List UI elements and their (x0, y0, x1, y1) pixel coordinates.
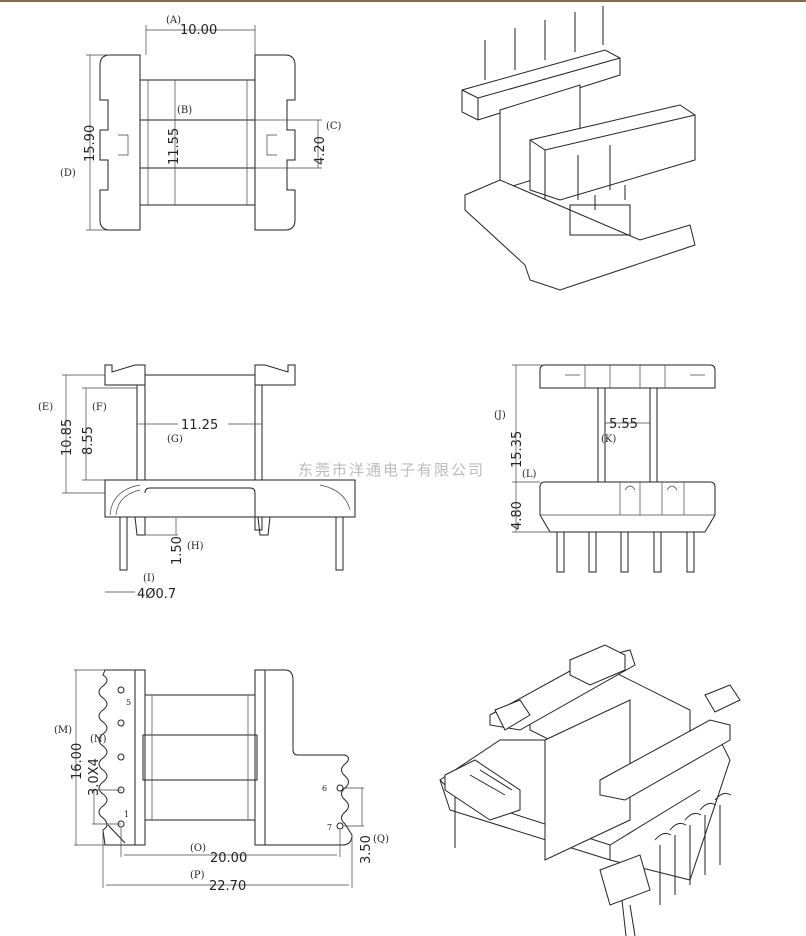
dim-m-value: 16.00 (70, 743, 85, 780)
dim-e-value: 10.85 (60, 419, 75, 456)
isometric-view-top (461, 6, 696, 291)
dim-a-value: 10.00 (180, 23, 217, 38)
dim-a-label: (A) (166, 15, 181, 26)
top-view: (A) 10.00 (B) 11.55 (C) 4.20 (D) 15.90 (60, 15, 342, 231)
dim-i-value: 4Ø0.7 (137, 587, 176, 602)
dim-d-value: 15.90 (83, 125, 98, 162)
dim-o-label: (O) (190, 843, 206, 854)
dim-j-label: (J) (494, 410, 506, 421)
watermark: 东莞市洋通电子有限公司 (298, 461, 485, 479)
dim-h-value: 1.50 (170, 536, 185, 565)
dim-k-label: (K) (601, 434, 616, 445)
dim-h-label: (H) (187, 541, 204, 552)
dim-g-value: 11.25 (181, 418, 218, 433)
pin-label-5: 5 (126, 698, 131, 707)
dim-q-value: 3.50 (359, 835, 374, 864)
dim-l-label: (L) (522, 469, 537, 480)
dim-n-label: (N) (90, 734, 107, 745)
dim-m-label: (M) (54, 725, 72, 736)
dim-l-value: 4.80 (510, 501, 525, 530)
dim-n-value: 3.0X4 (87, 758, 102, 796)
dim-g-label: (G) (167, 434, 183, 445)
dim-q-label: (Q) (373, 834, 389, 845)
side-view: (J) 15.35 (L) 4.80 5.55 (K) (494, 364, 716, 573)
pin-label-7: 7 (327, 823, 332, 832)
pin-label-1: 1 (124, 810, 129, 819)
dim-e-label: (E) (38, 402, 53, 413)
dim-f-value: 8.55 (81, 426, 96, 455)
isometric-view-bottom (439, 644, 741, 936)
dim-i-label: (I) (143, 573, 155, 584)
bottom-view: 5 1 6 7 (M) 16.00 (N) 3.0X4 (O) 20.00 (P… (54, 669, 389, 894)
dim-b-value: 11.55 (167, 128, 182, 165)
dim-c-label: (C) (326, 121, 342, 132)
top-border (0, 0, 806, 2)
dim-o-value: 20.00 (210, 851, 247, 866)
dim-c-value: 4.20 (313, 136, 328, 165)
dim-p-label: (P) (190, 870, 205, 881)
dim-b-label: (B) (177, 105, 192, 116)
front-view: (E) 10.85 (F) 8.55 11.25 (G) 1.50 (H) (I… (38, 364, 356, 602)
dim-d-label: (D) (60, 168, 76, 179)
dim-p-value: 22.70 (209, 879, 246, 894)
pin-label-6: 6 (322, 784, 327, 793)
dim-k-value: 5.55 (609, 417, 638, 432)
dim-j-value: 15.35 (510, 431, 525, 468)
dim-f-label: (F) (92, 402, 107, 413)
